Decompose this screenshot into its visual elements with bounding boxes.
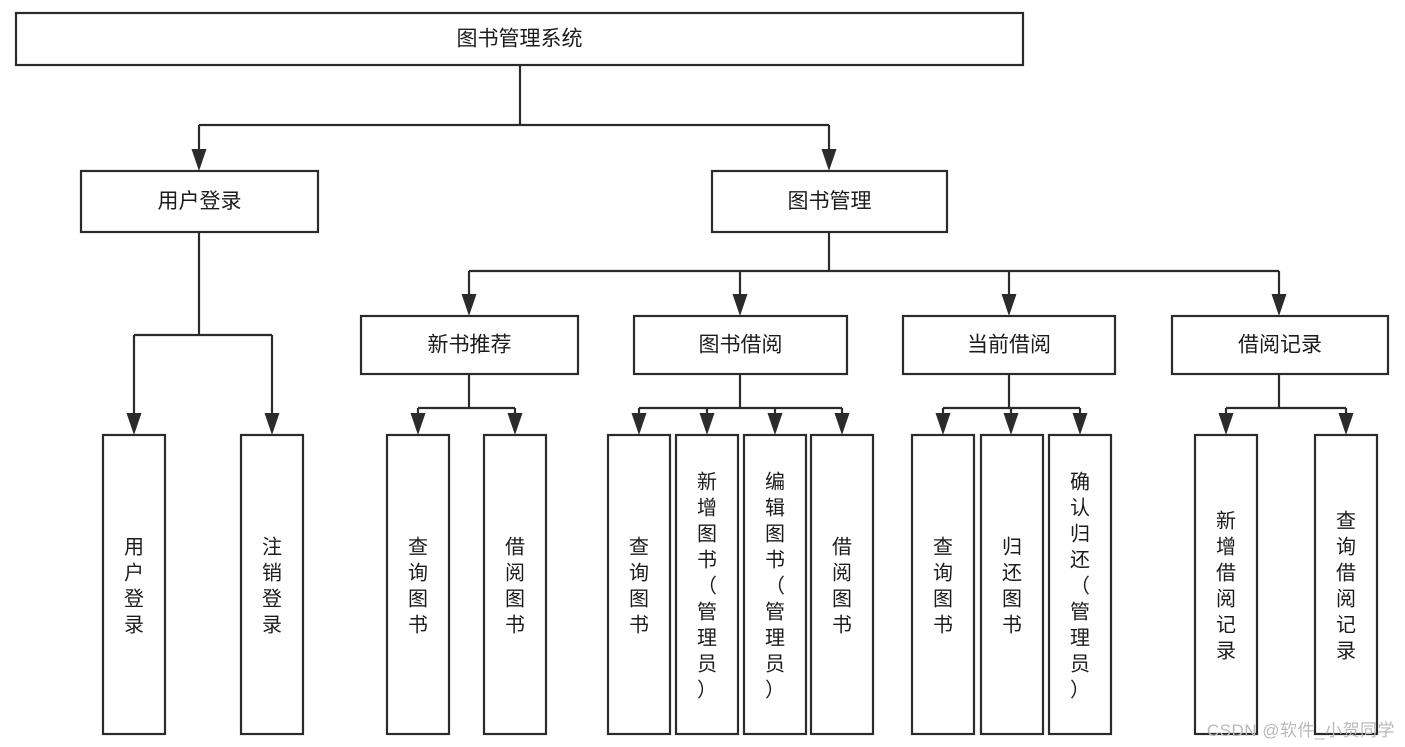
node-label: 借阅记录 [1238,334,1322,357]
connector-lines-group [132,65,1348,413]
arrow-head-icon [410,413,426,435]
node-label: 图书管理 [788,190,872,213]
arrow-head-icon [461,294,477,316]
node-box-outline [979,433,1045,736]
node-图书借阅[interactable]: 图书借阅 [632,314,849,376]
arrow-head-icon [767,413,783,435]
node-box-outline [14,11,1025,67]
node-box-outline [482,433,548,736]
node-查询借阅记录[interactable]: 查询借阅记录 [1313,433,1379,736]
node-label: 用户登录 [158,190,242,213]
node-用户登录[interactable]: 用户登录 [101,433,167,736]
node-用户登录[interactable]: 用户登录 [79,169,320,234]
node-box-outline [385,433,451,736]
node-label: 注销登录 [262,536,282,637]
node-box-outline [1047,433,1113,736]
arrow-head-icon [264,413,280,435]
node-label: 编辑图书（管理员） [765,471,785,702]
arrow-head-icon [1001,294,1017,316]
node-box-outline [101,433,167,736]
arrow-head-icon [1271,294,1287,316]
node-box-outline [742,433,808,736]
node-box-outline [632,314,849,376]
node-label: 用户登录 [124,537,144,637]
node-box-outline [901,314,1117,376]
arrow-head-icon [821,149,837,171]
node-label: 借阅图书 [505,536,525,637]
arrow-head-icon [1338,413,1354,435]
node-编辑图书管理员[interactable]: 编辑图书（管理员） [742,433,808,736]
node-图书管理[interactable]: 图书管理 [710,169,949,234]
node-借阅图书[interactable]: 借阅图书 [809,433,875,736]
arrow-head-icon [834,413,850,435]
node-当前借阅[interactable]: 当前借阅 [901,314,1117,376]
node-box-outline [1193,433,1259,736]
node-新书推荐[interactable]: 新书推荐 [359,314,580,376]
node-boxes-group: 图书管理系统用户登录图书管理新书推荐图书借阅当前借阅借阅记录用户登录注销登录查询… [14,11,1390,736]
node-注销登录[interactable]: 注销登录 [239,433,305,736]
node-box-outline [1313,433,1379,736]
node-label: 确认归还（管理员） [1070,471,1090,702]
node-label: 新增借阅记录 [1216,510,1236,663]
node-label: 图书借阅 [699,334,783,357]
node-新增图书管理员[interactable]: 新增图书（管理员） [674,433,740,736]
arrow-head-icon [631,413,647,435]
node-box-outline [674,433,740,736]
node-借阅记录[interactable]: 借阅记录 [1170,314,1390,376]
arrow-heads-group [126,149,1354,435]
node-查询图书[interactable]: 查询图书 [385,433,451,736]
node-box-outline [809,433,875,736]
node-借阅图书[interactable]: 借阅图书 [482,433,548,736]
node-box-outline [606,433,672,736]
node-确认归还管理员[interactable]: 确认归还（管理员） [1047,433,1113,736]
node-label: 当前借阅 [967,334,1051,357]
arrow-head-icon [1072,413,1088,435]
arrow-head-icon [732,294,748,316]
arrow-head-icon [935,413,951,435]
node-box-outline [239,433,305,736]
node-label: 新增图书（管理员） [697,471,717,702]
node-label: 归还图书 [1002,536,1022,637]
node-新增借阅记录[interactable]: 新增借阅记录 [1193,433,1259,736]
node-label: 图书管理系统 [457,28,583,51]
node-label: 查询图书 [629,536,649,637]
node-box-outline [359,314,580,376]
node-label: 查询图书 [933,536,953,637]
node-label: 查询借阅记录 [1336,510,1356,663]
node-box-outline [1170,314,1390,376]
node-归还图书[interactable]: 归还图书 [979,433,1045,736]
node-查询图书[interactable]: 查询图书 [606,433,672,736]
arrow-head-icon [1218,413,1234,435]
arrow-head-icon [1003,413,1019,435]
node-label: 借阅图书 [832,536,852,637]
arrow-head-icon [191,149,207,171]
node-图书管理系统[interactable]: 图书管理系统 [14,11,1025,67]
arrow-head-icon [126,413,142,435]
node-box-outline [710,169,949,234]
node-label: 新书推荐 [428,334,512,357]
node-label: 查询图书 [408,536,428,637]
arrow-head-icon [699,413,715,435]
node-box-outline [910,433,976,736]
node-box-outline [79,169,320,234]
node-查询图书[interactable]: 查询图书 [910,433,976,736]
arrow-head-icon [507,413,523,435]
